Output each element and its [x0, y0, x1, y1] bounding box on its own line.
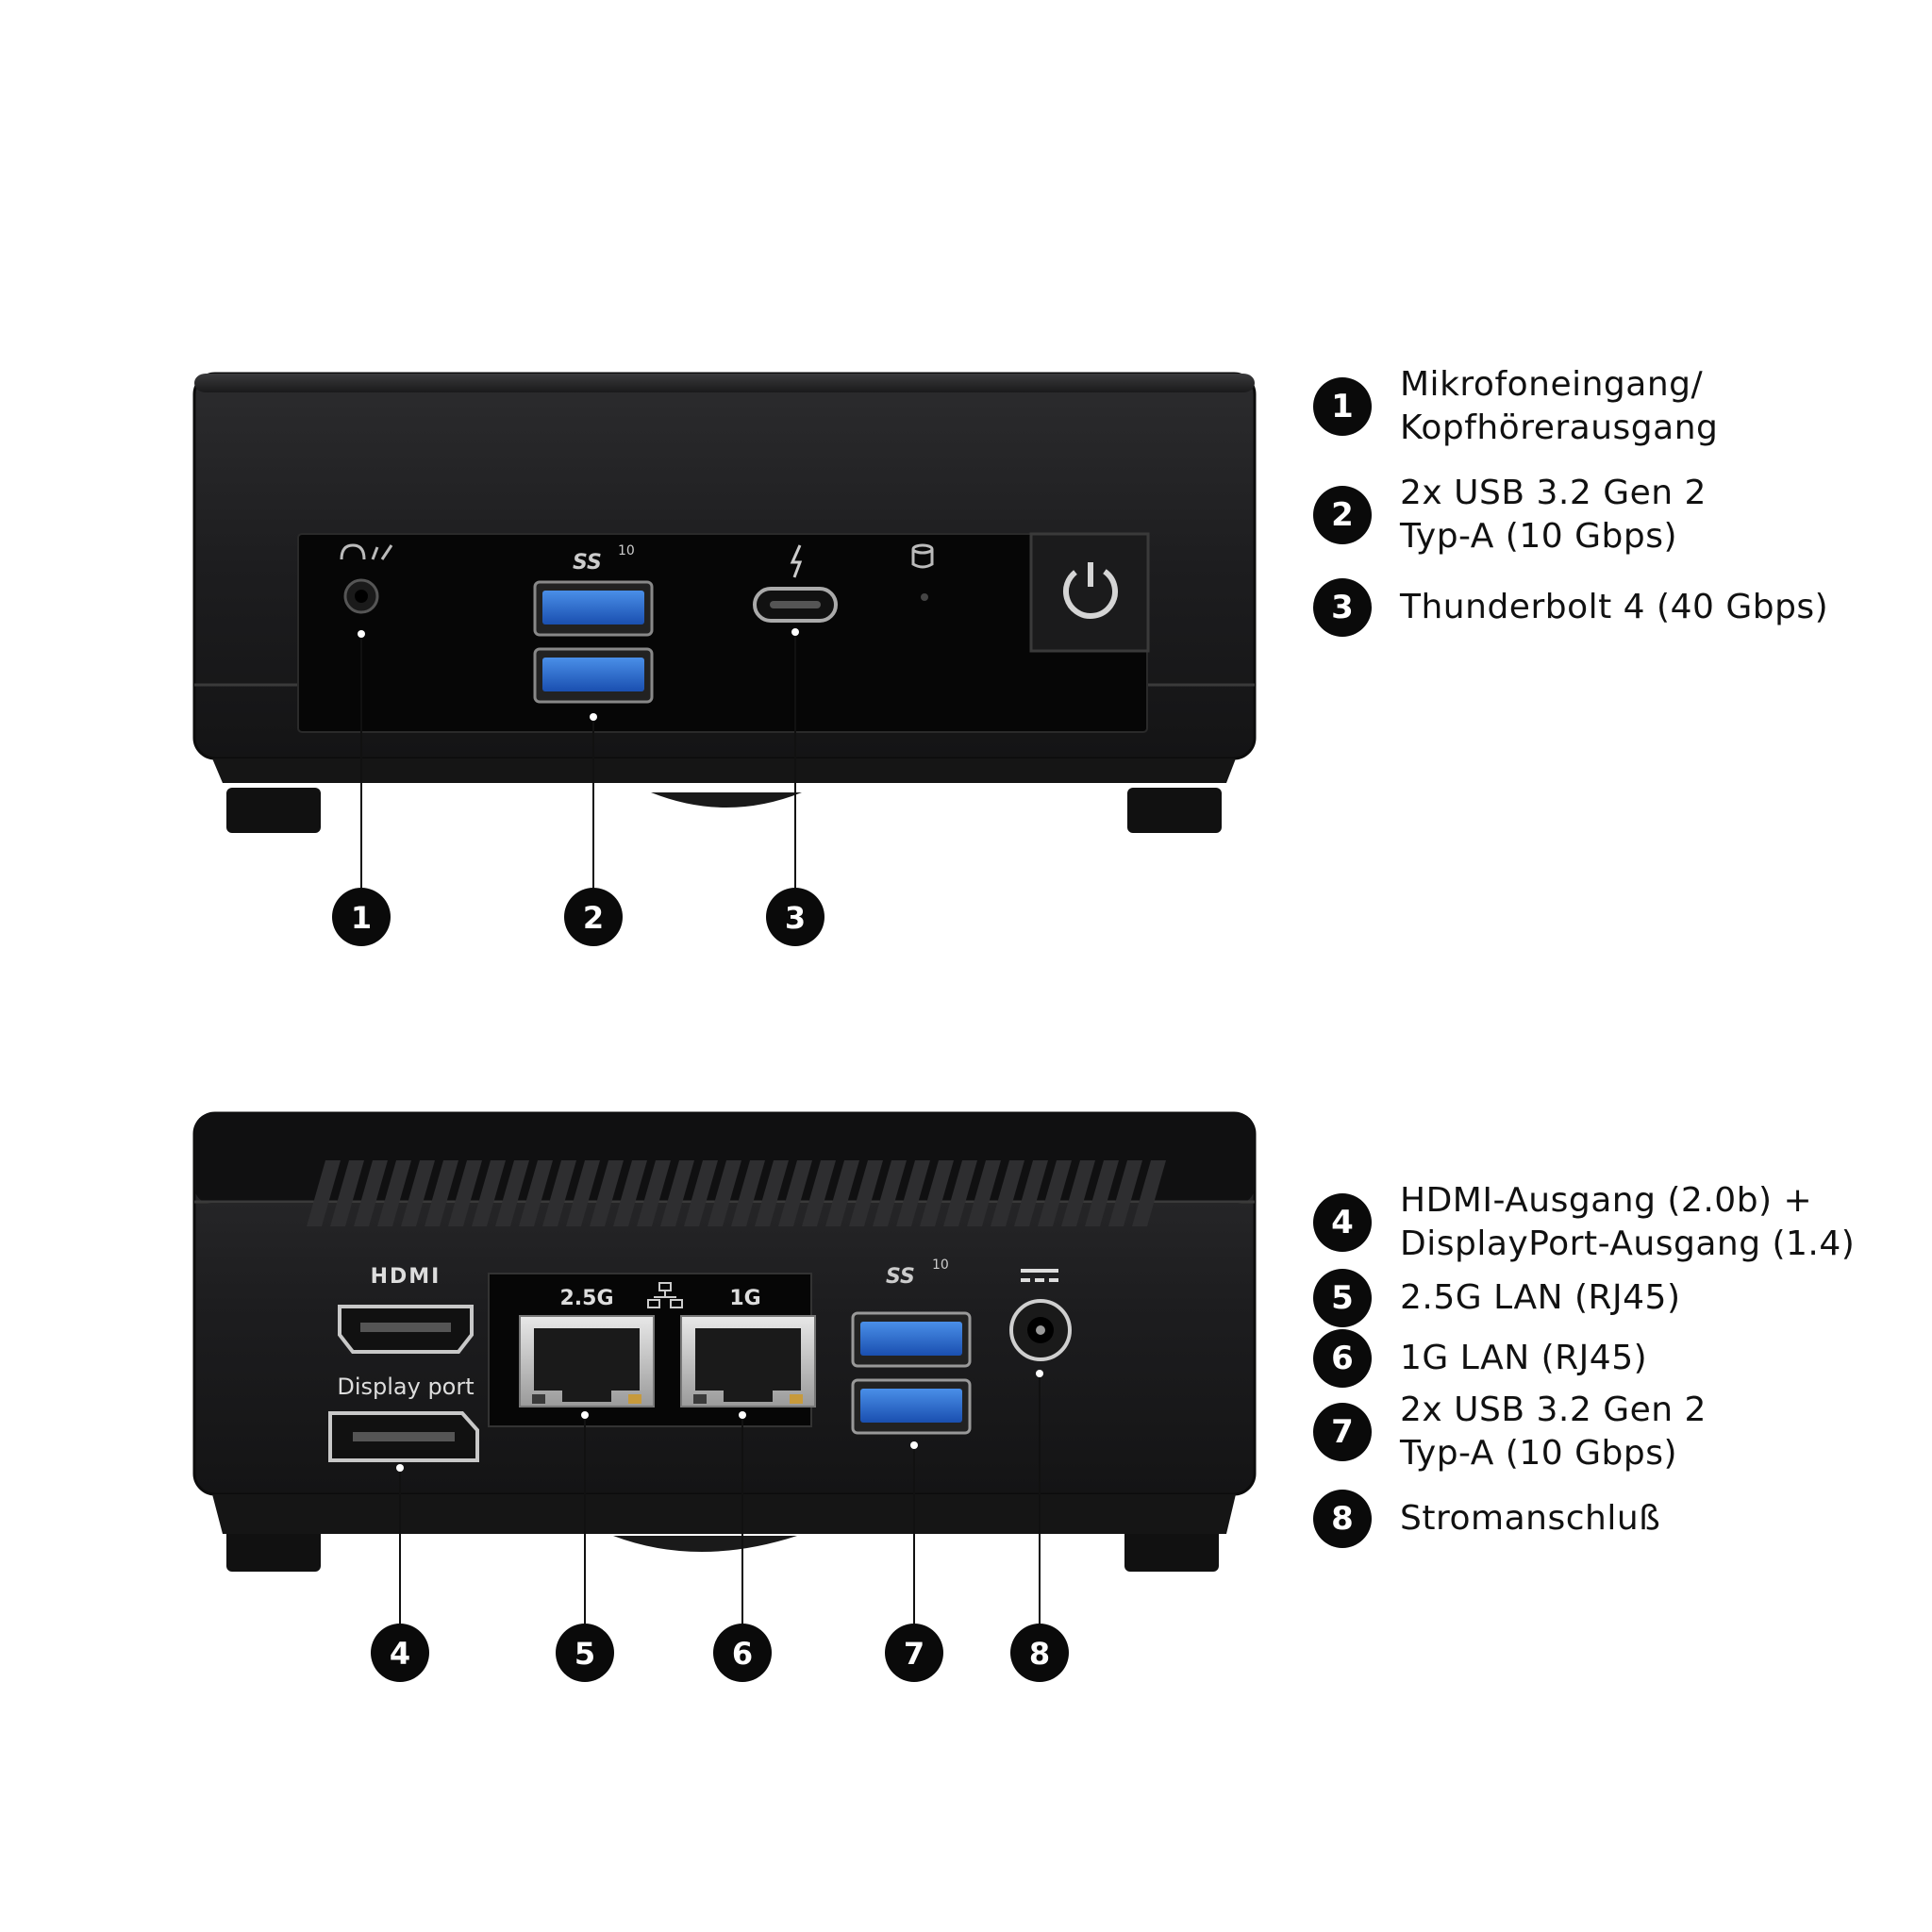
displayport-port[interactable]	[328, 1411, 479, 1462]
vent-slat	[330, 1160, 364, 1226]
back-foot-right	[1124, 1528, 1219, 1572]
thunderbolt-icon	[790, 544, 803, 578]
audio-jack[interactable]	[343, 578, 379, 614]
front-usb-port-bottom[interactable]	[533, 647, 654, 704]
vent-slat	[896, 1160, 930, 1226]
vent-slat	[943, 1160, 977, 1226]
callout-1: 1	[332, 888, 391, 946]
vent-slat	[425, 1160, 458, 1226]
front-usb-gen: 10	[618, 543, 635, 558]
vent-slat	[590, 1160, 624, 1226]
vent-slat	[519, 1160, 553, 1226]
lan2-label: 1G	[729, 1287, 760, 1310]
vent-slat	[637, 1160, 671, 1226]
lan-port-2-5g[interactable]	[519, 1315, 655, 1407]
vent-slat	[1061, 1160, 1095, 1226]
vent-slat	[1014, 1160, 1048, 1226]
callout-3: 3	[766, 888, 824, 946]
vent-slat	[967, 1160, 1001, 1226]
storage-icon	[911, 543, 934, 569]
front-foot-left	[226, 788, 321, 833]
back-foot-left	[226, 1528, 321, 1572]
back-usb-port-top[interactable]	[851, 1311, 972, 1368]
vent-slat	[731, 1160, 765, 1226]
vent-slat	[920, 1160, 954, 1226]
vent-slat	[873, 1160, 907, 1226]
lan-port-1g[interactable]	[680, 1315, 816, 1407]
dc-power-icon	[1021, 1269, 1058, 1282]
vent-slat	[684, 1160, 718, 1226]
callout-7: 7	[885, 1624, 943, 1682]
vent-slat	[401, 1160, 435, 1226]
vent-slat	[354, 1160, 388, 1226]
callout-6: 6	[713, 1624, 772, 1682]
front-center-stand	[651, 792, 802, 808]
vent-slat	[1038, 1160, 1072, 1226]
network-icon	[647, 1282, 683, 1308]
vent-slat	[377, 1160, 411, 1226]
callout-2: 2	[564, 888, 623, 946]
svg-text:2: 2	[583, 900, 604, 936]
vent-slat	[708, 1160, 741, 1226]
vent-slat	[778, 1160, 812, 1226]
displayport-label: Display port	[337, 1374, 474, 1400]
hdmi-label: HDMI	[371, 1265, 441, 1289]
vent-slat	[660, 1160, 694, 1226]
back-center-stand	[613, 1536, 797, 1552]
vent-slat	[1132, 1160, 1166, 1226]
vent-slat	[566, 1160, 600, 1226]
power-button[interactable]	[1029, 532, 1150, 653]
svg-text:1: 1	[351, 900, 372, 936]
front-usb-label: SS	[573, 551, 602, 575]
storage-led	[921, 593, 928, 601]
front-port-panel	[297, 533, 1148, 733]
vent-slat	[613, 1160, 647, 1226]
vent-slat	[755, 1160, 789, 1226]
lan1-label: 2.5G	[559, 1287, 613, 1310]
back-usb-gen: 10	[932, 1257, 949, 1273]
vent-slat	[991, 1160, 1024, 1226]
vent-slat	[802, 1160, 836, 1226]
vent-slat	[472, 1160, 506, 1226]
svg-text:8: 8	[1029, 1636, 1050, 1672]
callout-8: 8	[1010, 1624, 1069, 1682]
front-view: SS 10	[192, 372, 1257, 946]
vent-slat	[542, 1160, 576, 1226]
svg-text:5: 5	[575, 1636, 595, 1672]
vent-slat	[825, 1160, 859, 1226]
vent-slat	[1085, 1160, 1119, 1226]
svg-text:3: 3	[785, 900, 806, 936]
hdmi-port[interactable]	[338, 1305, 474, 1354]
svg-text:4: 4	[390, 1636, 410, 1672]
back-usb-label: SS	[886, 1265, 915, 1289]
svg-text:7: 7	[904, 1636, 924, 1672]
callout-5: 5	[556, 1624, 614, 1682]
vent-slat	[448, 1160, 482, 1226]
front-foot-right	[1127, 788, 1222, 833]
dc-power-jack[interactable]	[1009, 1299, 1072, 1361]
vent-slat	[307, 1160, 341, 1226]
front-top-lid	[194, 374, 1255, 392]
callout-4: 4	[371, 1624, 429, 1682]
vent-slat	[1108, 1160, 1142, 1226]
back-usb-port-bottom[interactable]	[851, 1378, 972, 1435]
vent-slat	[849, 1160, 883, 1226]
headset-icon	[340, 543, 393, 560]
front-usb-port-top[interactable]	[533, 580, 654, 637]
back-view: HDMI Display port 2.5G 1G	[192, 1111, 1257, 1682]
front-bottom-edge	[212, 758, 1236, 783]
back-vent-grille	[307, 1160, 1166, 1226]
vent-slat	[495, 1160, 529, 1226]
svg-text:6: 6	[732, 1636, 753, 1672]
thunderbolt-port[interactable]	[753, 587, 838, 623]
back-bottom-edge	[212, 1494, 1236, 1534]
